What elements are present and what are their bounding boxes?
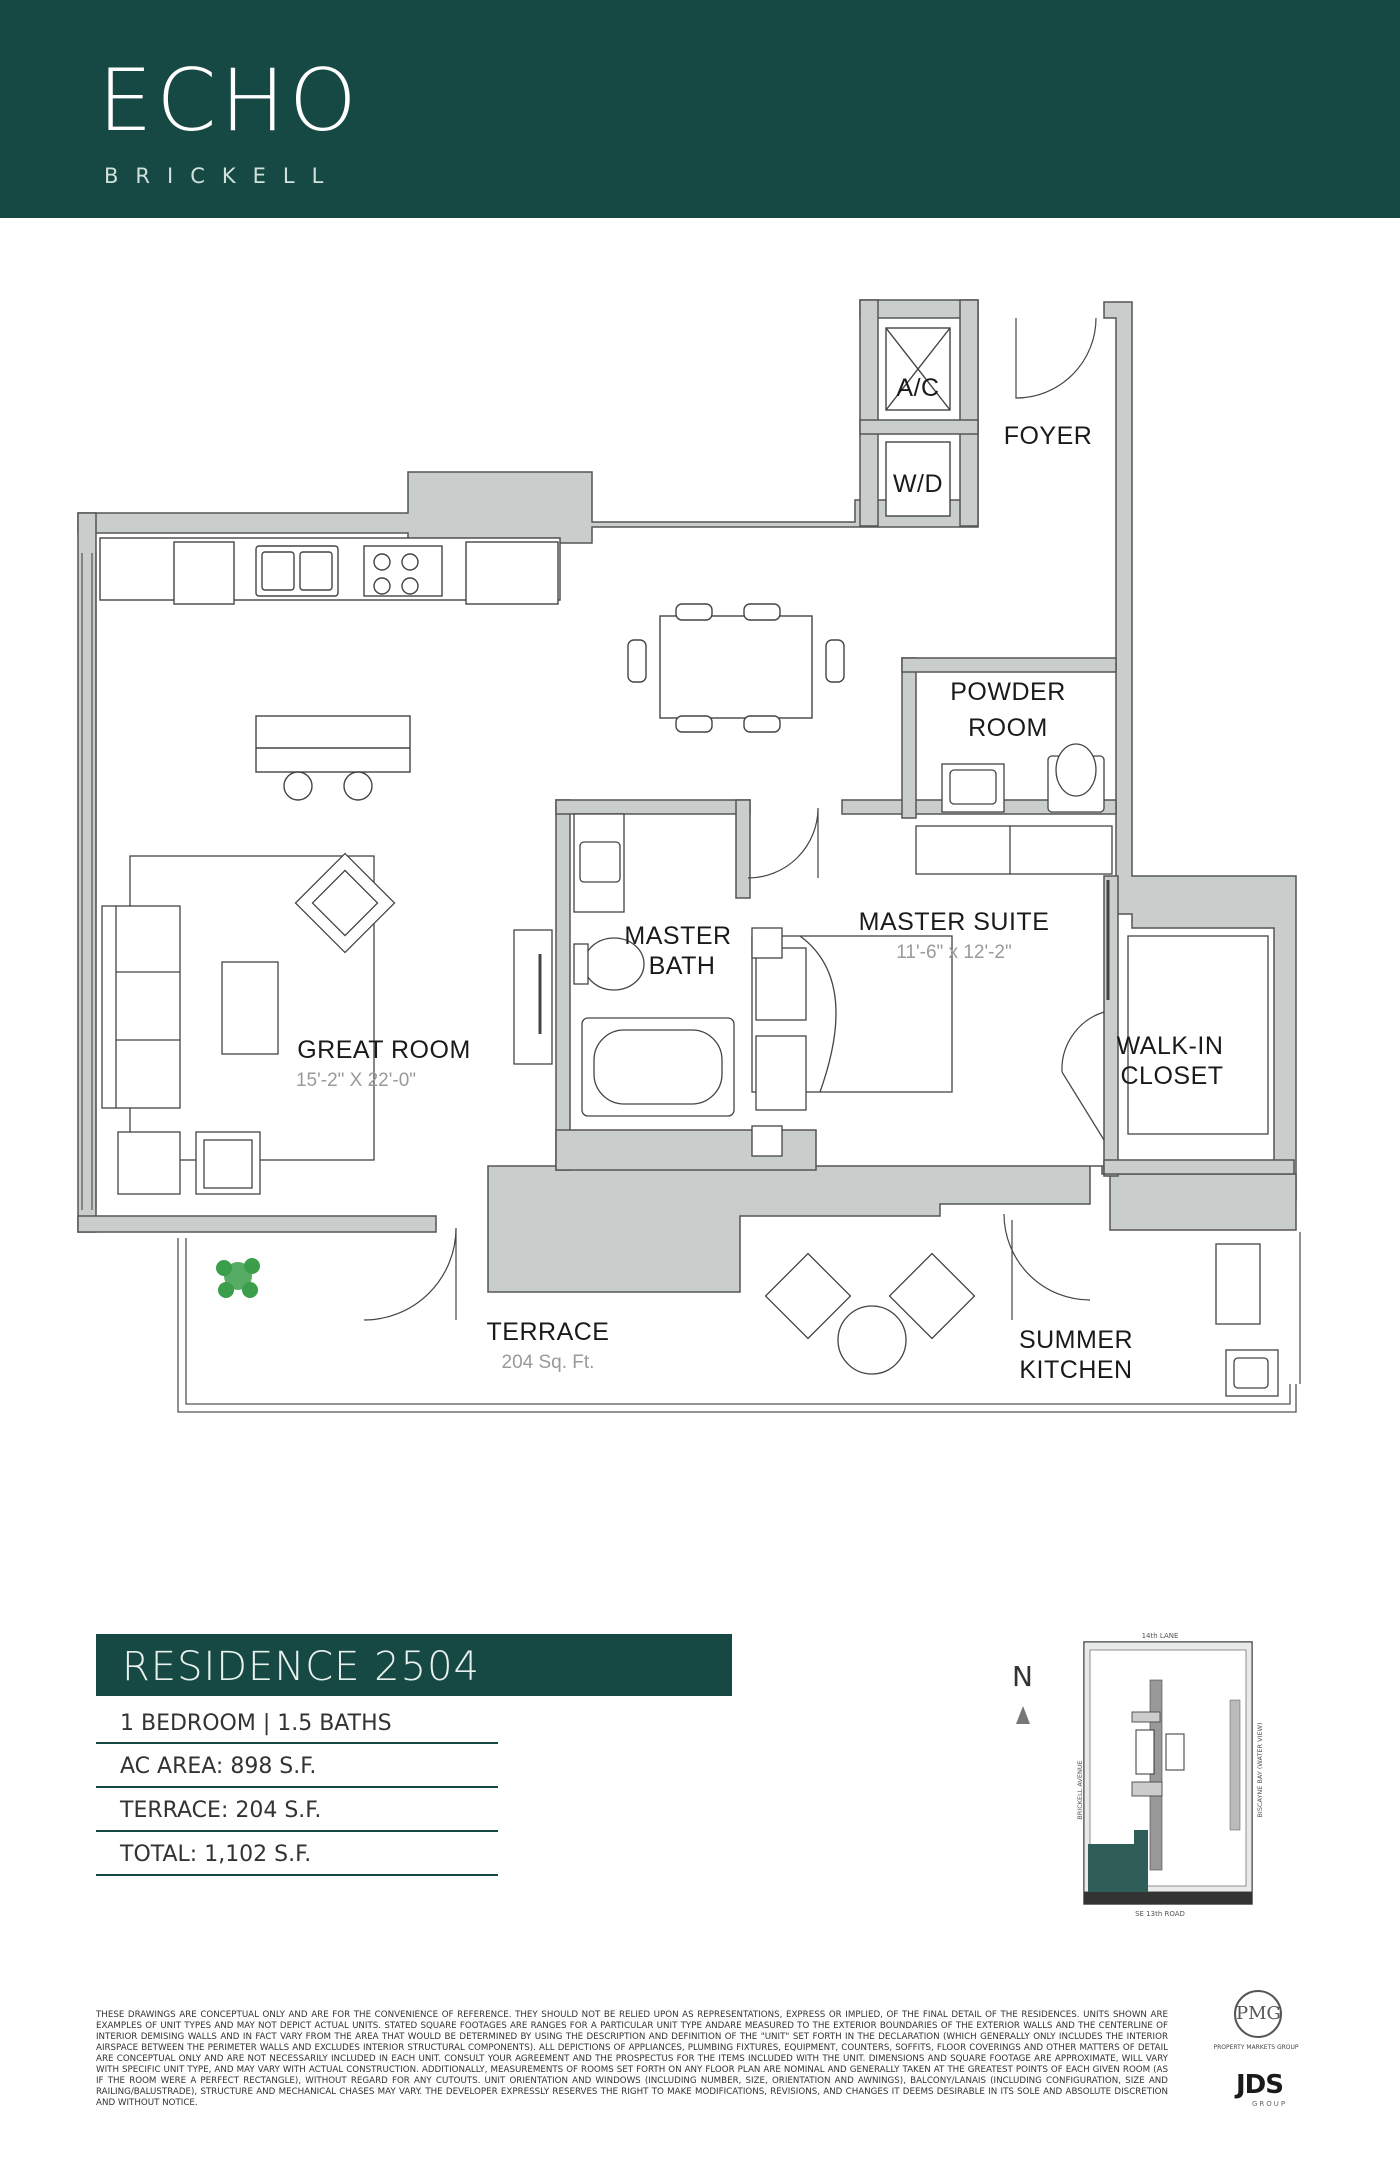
jds-logo: JDS xyxy=(1236,2070,1284,2100)
west-window xyxy=(81,553,97,1210)
residence-title: RESIDENCE 2504 xyxy=(122,1644,480,1690)
street-top: 14th LANE xyxy=(1142,1632,1179,1640)
residence-title-band: RESIDENCE 2504 xyxy=(96,1634,732,1696)
wall-utility-mid xyxy=(859,419,979,435)
spec-ac-area: AC AREA: 898 S.F. xyxy=(96,1746,498,1788)
bath-fixtures xyxy=(573,813,735,1117)
powder-counter xyxy=(915,825,1113,875)
echo-logo: ECHO xyxy=(98,51,361,151)
kitchen-counter xyxy=(99,537,561,605)
header-band: ECHO BRICKELL xyxy=(0,0,1400,218)
powder-room-label-2: ROOM xyxy=(968,714,1048,742)
coffee-table xyxy=(221,961,279,1055)
master-bath-label-2: BATH xyxy=(649,952,716,980)
doors xyxy=(363,317,1105,1321)
wd-label: W/D xyxy=(893,470,943,498)
wall-north xyxy=(77,311,979,544)
floor-plan: A/C W/D xyxy=(77,299,1301,1413)
summer-kitchen-label-1: SUMMER xyxy=(1019,1326,1133,1354)
spec-total: TOTAL: 1,102 S.F. xyxy=(96,1834,498,1876)
wall-bath-north xyxy=(555,799,751,815)
sink-icon xyxy=(255,545,339,597)
north-arrow-icon xyxy=(1016,1706,1030,1724)
nightstand-bottom xyxy=(751,1125,783,1157)
master-bath-label-1: MASTER xyxy=(624,922,731,950)
master-suite-dimensions: 11'-6" x 12'-2" xyxy=(896,942,1011,963)
wall-closet-south xyxy=(1103,1159,1295,1175)
wall-powder-west xyxy=(901,657,917,819)
oven-icon xyxy=(465,541,559,605)
wall-south-left xyxy=(77,1215,437,1233)
closet-shelves xyxy=(1106,880,1269,1135)
street-right: BISCAYNE BAY (WATER VIEW) xyxy=(1256,1722,1264,1817)
wall-utility-left xyxy=(859,299,879,527)
wall-west xyxy=(77,512,97,1233)
wall-bath-west xyxy=(555,799,571,1171)
wall-south-slab xyxy=(487,1165,1297,1293)
dining-table xyxy=(627,603,845,733)
armchair-left xyxy=(117,1131,181,1195)
legal-disclaimer: THESE DRAWINGS ARE CONCEPTUAL ONLY AND A… xyxy=(96,2010,1168,2108)
jds-logo-subtitle: GROUP xyxy=(1252,2100,1288,2108)
pmg-logo-subtitle: PROPERTY MARKETS GROUP xyxy=(1213,2044,1299,2051)
sofa-icon xyxy=(101,905,181,1109)
great-room-dimensions: 15'-2" X 22'-0" xyxy=(296,1070,416,1091)
nightstand-top xyxy=(751,927,783,959)
master-suite-label: MASTER SUITE xyxy=(859,908,1050,936)
bed xyxy=(751,927,953,1157)
street-left: BRICKELL AVENUE xyxy=(1076,1760,1084,1819)
walk-in-closet-label-2: CLOSET xyxy=(1120,1062,1223,1090)
terrace-railing xyxy=(177,1232,1301,1413)
great-room-label: GREAT ROOM xyxy=(297,1036,471,1064)
summer-kitchen-label-2: KITCHEN xyxy=(1019,1356,1132,1384)
fridge-icon xyxy=(173,541,235,605)
utility-units xyxy=(885,327,951,517)
spec-terrace: TERRACE: 204 S.F. xyxy=(96,1790,498,1832)
wall-utility-right xyxy=(959,299,979,527)
powder-room-label-1: POWDER xyxy=(950,678,1066,706)
tv-console xyxy=(513,929,553,1065)
wall-powder-north xyxy=(901,657,1117,673)
kitchen-island xyxy=(255,715,411,801)
wall-closet-west xyxy=(1103,875,1119,1177)
walls xyxy=(77,299,1297,1293)
terrace-area: 204 Sq. Ft. xyxy=(502,1352,595,1373)
foyer-label: FOYER xyxy=(1004,422,1093,450)
accent-chair xyxy=(294,852,396,954)
north-indicator: N xyxy=(1012,1660,1033,1693)
terrace-label: TERRACE xyxy=(487,1318,610,1346)
ac-label: A/C xyxy=(896,374,939,402)
street-bottom: SE 13th ROAD xyxy=(1135,1910,1185,1918)
walk-in-closet-label-1: WALK-IN xyxy=(1117,1032,1224,1060)
terrace-furniture xyxy=(764,1243,1279,1397)
plant-icon xyxy=(216,1258,260,1298)
key-plan: 14th LANE BRICKELL AVENUE BISCAYNE BAY (… xyxy=(1076,1632,1264,1918)
grill-icon xyxy=(1215,1243,1261,1325)
powder-fixtures xyxy=(915,743,1113,875)
wall-bath-east xyxy=(735,799,751,899)
living-furniture xyxy=(101,852,553,1195)
spec-bedrooms: 1 BEDROOM | 1.5 BATHS xyxy=(96,1704,498,1744)
brickell-logo-subtitle: BRICKELL xyxy=(104,164,341,188)
armchair-right xyxy=(195,1131,261,1195)
pmg-logo: PMG xyxy=(1234,1990,1282,2038)
